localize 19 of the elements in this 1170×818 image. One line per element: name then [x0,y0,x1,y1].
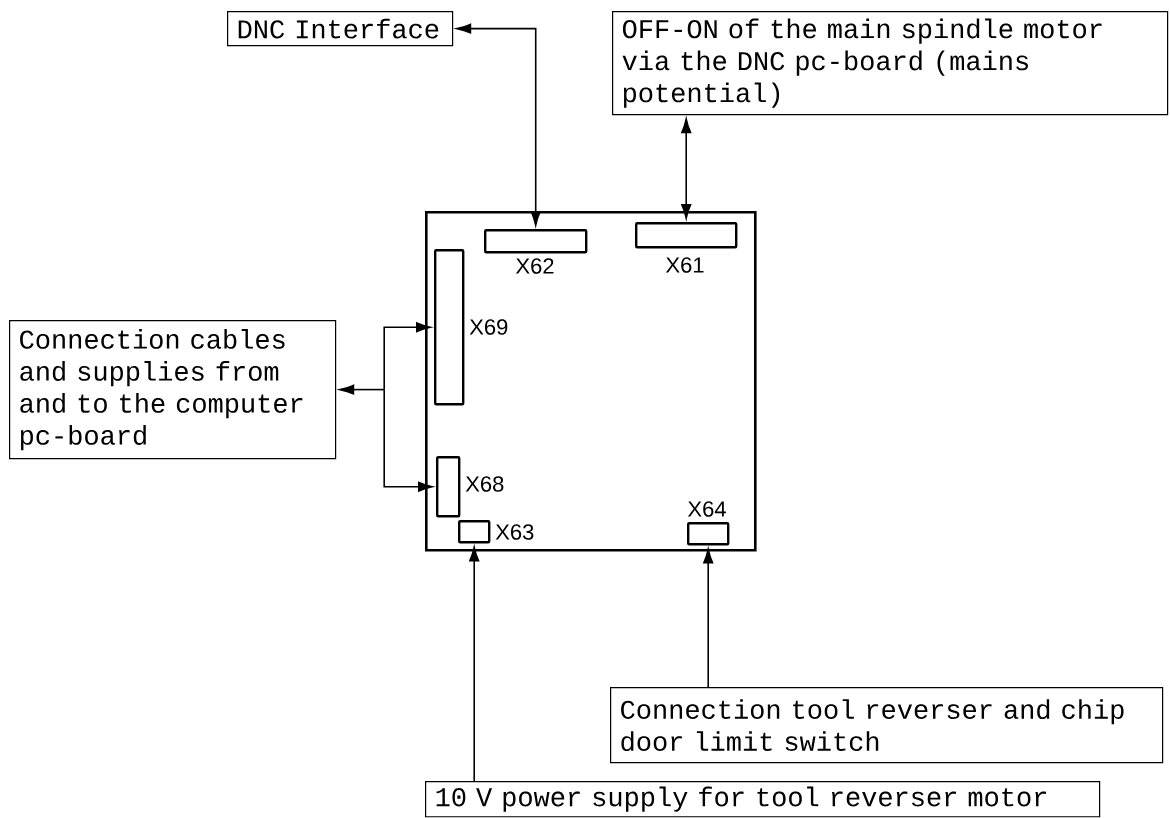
arrow [703,548,714,688]
connector-label: X69 [469,319,508,335]
arrow [339,384,385,395]
circuit-board [425,211,757,552]
text-box: 10 V power supply for tool reverser motor [425,781,1101,818]
arrow [383,388,433,492]
connector-label: X61 [665,257,704,273]
connector-label: X62 [515,258,554,274]
arrow [681,118,692,219]
connector-label: X68 [465,476,504,492]
connector-label: X64 [687,501,726,517]
arrow [383,322,431,391]
text-box: OFF-ON of the main spindle motor via the DNC pc-board (mains potential) [612,11,1169,116]
arrow [469,546,480,782]
text-box: Connection cables and supplies from and to the computer pc-board [9,320,337,460]
connector-label: X63 [495,524,534,540]
text-box: Connection tool reverser and chip door limit switch [610,687,1164,764]
text-box: DNC Interface [227,11,454,47]
arrow [456,23,541,226]
